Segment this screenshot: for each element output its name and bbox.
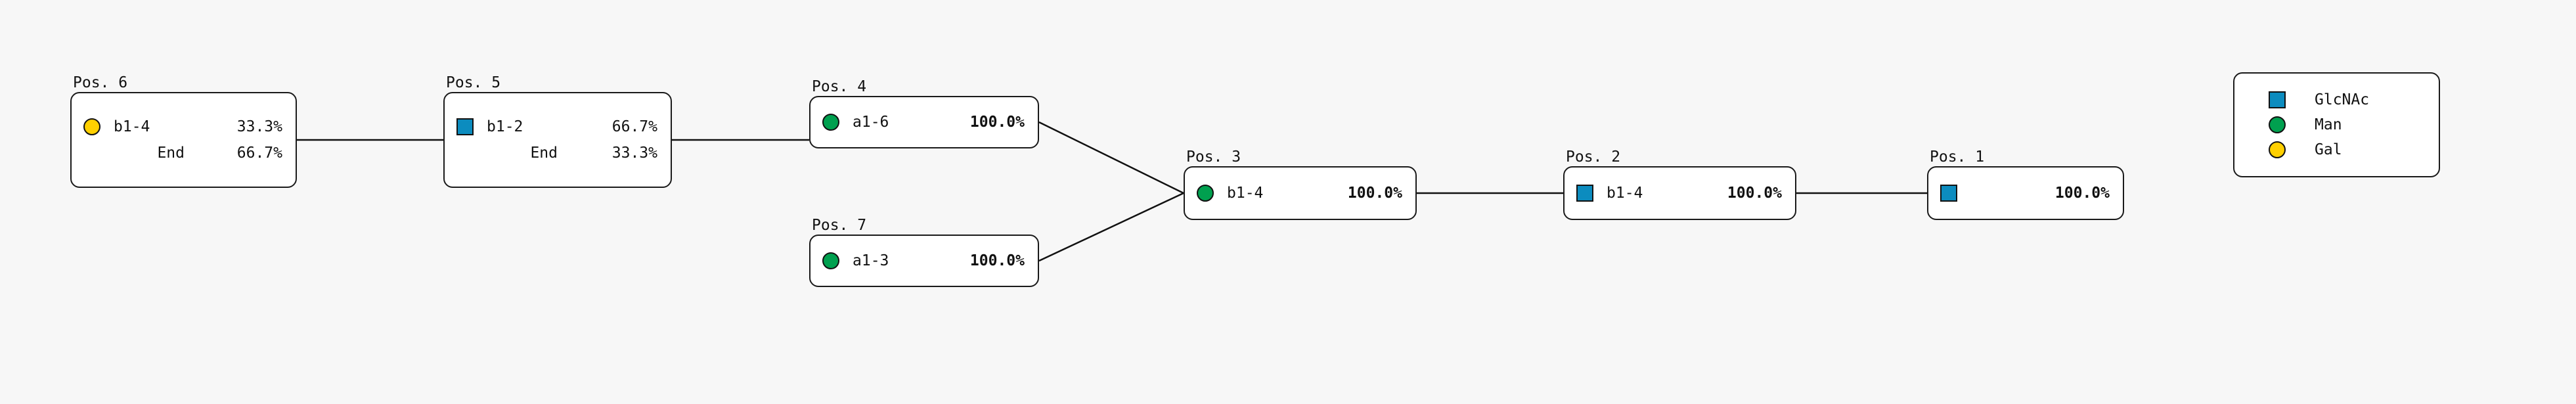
node-pos-1-percent: 100.0% (2054, 185, 2110, 202)
node-pos-3-linkage: b1-4 (1227, 185, 1264, 202)
node-pos-3-row-1: b1-4 100.0% (1185, 180, 1415, 206)
node-pos-4-title: Pos. 4 (812, 78, 867, 95)
man-circle-icon (822, 114, 853, 131)
legend-item-gal: Gal (2234, 137, 2439, 162)
glcnac-square-icon (1940, 185, 1970, 202)
node-pos-3[interactable]: Pos. 3 b1-4 100.0% (1184, 150, 1417, 220)
node-pos-2-percent: 100.0% (1727, 185, 1782, 202)
legend-item-glcnac: GlcNAc (2234, 87, 2439, 112)
node-pos-5-percent-2: 33.3% (611, 145, 657, 162)
node-pos-3-title: Pos. 3 (1186, 148, 1241, 166)
node-pos-6-linkage-1: b1-4 (114, 118, 150, 135)
node-pos-4[interactable]: Pos. 4 a1-6 100.0% (809, 79, 1039, 148)
node-pos-6-title: Pos. 6 (73, 74, 128, 91)
node-pos-5-row-2: End 33.3% (445, 140, 671, 166)
node-pos-6-row-2: End 66.7% (72, 140, 296, 166)
node-pos-1[interactable]: Pos. 1 100.0% (1927, 150, 2124, 220)
node-pos-4-percent: 100.0% (969, 114, 1025, 131)
man-circle-icon (2269, 116, 2286, 133)
node-pos-2-linkage: b1-4 (1607, 185, 1643, 202)
legend-label-gal: Gal (2315, 141, 2342, 158)
glcnac-square-icon (1576, 185, 1607, 202)
node-pos-7-percent: 100.0% (969, 252, 1025, 269)
node-pos-5-row-1: b1-2 66.7% (445, 114, 671, 140)
node-pos-3-percent: 100.0% (1347, 185, 1402, 202)
node-pos-6-percent-2: 66.7% (236, 145, 282, 162)
node-pos-7-row-1: a1-3 100.0% (811, 248, 1038, 274)
legend-item-man: Man (2234, 112, 2439, 137)
node-pos-4-row-1: a1-6 100.0% (811, 109, 1038, 135)
node-pos-2[interactable]: Pos. 2 b1-4 100.0% (1563, 150, 1796, 220)
node-pos-5-title: Pos. 5 (446, 74, 501, 91)
node-pos-4-linkage: a1-6 (853, 114, 889, 131)
node-pos-2-row-1: b1-4 100.0% (1565, 180, 1795, 206)
node-pos-7-title: Pos. 7 (812, 217, 867, 234)
node-pos-7-linkage: a1-3 (853, 252, 889, 269)
node-pos-1-title: Pos. 1 (1930, 148, 1985, 166)
glcnac-square-icon (456, 118, 487, 135)
legend-panel: GlcNAc Man Gal (2233, 72, 2440, 177)
node-pos-5-linkage-1: b1-2 (487, 118, 523, 135)
man-circle-icon (822, 252, 853, 269)
glcnac-square-icon (2269, 91, 2286, 108)
node-pos-5-linkage-2: End (530, 145, 558, 162)
legend-label-glcnac: GlcNAc (2315, 91, 2370, 108)
node-pos-7[interactable]: Pos. 7 a1-3 100.0% (809, 218, 1039, 287)
legend-label-man: Man (2315, 116, 2342, 133)
node-pos-1-row-1: 100.0% (1928, 180, 2123, 206)
node-pos-6-row-1: b1-4 33.3% (72, 114, 296, 140)
node-pos-6-percent-1: 33.3% (236, 118, 282, 135)
node-pos-2-title: Pos. 2 (1566, 148, 1621, 166)
man-circle-icon (1197, 185, 1227, 202)
node-pos-5-percent-1: 66.7% (611, 118, 657, 135)
node-pos-5[interactable]: Pos. 5 b1-2 66.7% End 33.3% (443, 76, 672, 188)
gal-circle-icon (83, 118, 114, 135)
node-pos-6[interactable]: Pos. 6 b1-4 33.3% End 66.7% (70, 76, 297, 188)
edge-pos4-pos3 (1038, 121, 1184, 194)
gal-circle-icon (2269, 141, 2286, 158)
edge-pos7-pos3 (1038, 192, 1184, 262)
node-pos-6-linkage-2: End (157, 145, 185, 162)
